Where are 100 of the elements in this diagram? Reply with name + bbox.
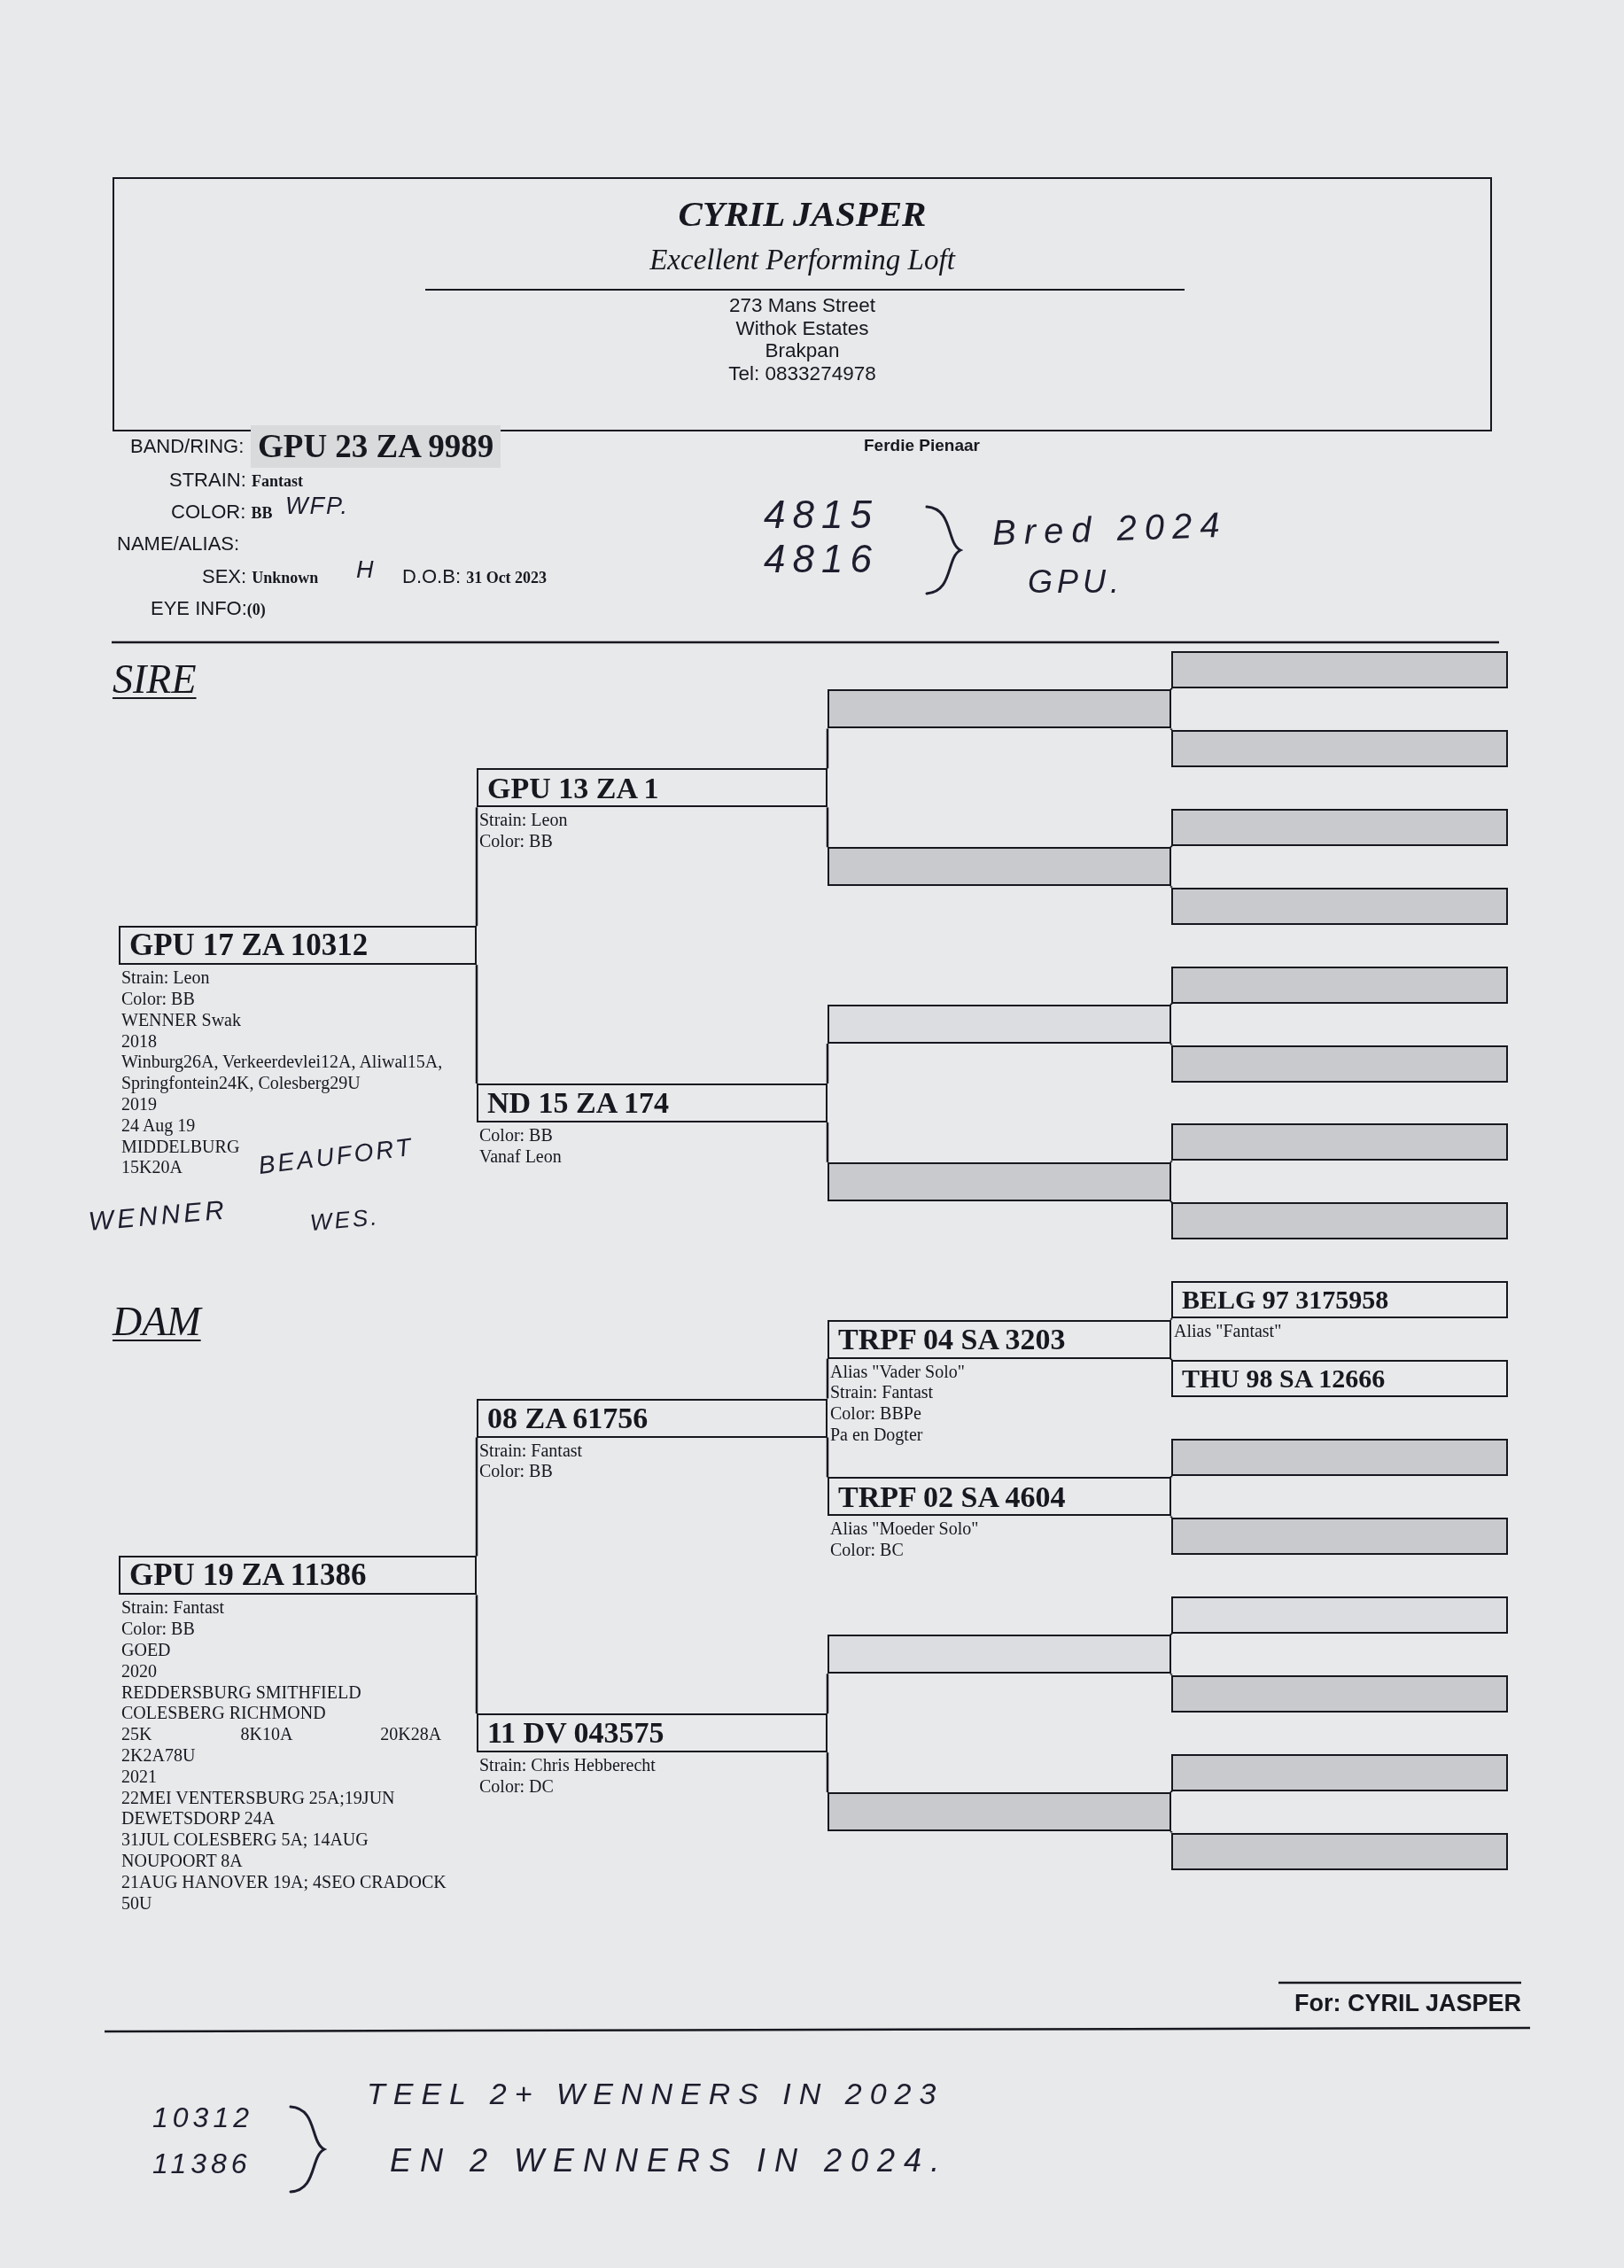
empty-pedigree-box [1171,1439,1508,1476]
owner-text: For: CYRIL JASPER [1294,1990,1521,2018]
pedigree-box [828,1477,1171,1517]
pedigree-connector [1169,1673,1173,1676]
attribute-text: COLOR: BB [171,501,273,524]
empty-pedigree-box [828,1005,1171,1045]
pedigree-connector [1169,1515,1173,1519]
pedigree-connector [826,1357,829,1400]
empty-pedigree-box [1171,1596,1508,1634]
pedigree-box [828,1319,1171,1359]
handwritten-note: GPU. [1028,563,1123,601]
pedigree-note: COLESBERG RICHMOND [121,1703,326,1725]
pedigree-note: Alias "Vader Solo" [830,1361,965,1383]
pedigree-box [1171,1360,1508,1398]
field-label: NAME/ALIAS: [117,532,240,555]
pedigree-box [477,768,828,808]
pedigree-connector [1169,844,1173,849]
pedigree-box [1171,1281,1508,1319]
pedigree-box [477,1398,828,1438]
pedigree-connector [1169,1632,1173,1636]
pedigree-note: MIDDELBURG [121,1136,240,1158]
pedigree-note: WENNER Swak [121,1009,241,1031]
empty-pedigree-box [1171,1045,1508,1083]
handwritten-note: WES. [308,1204,381,1237]
pedigree-connector [826,806,829,849]
section-heading: SIRE [113,656,197,703]
pedigree-note: REDDERSBURG SMITHFIELD [121,1682,361,1704]
pedigree-note: Color: BB [479,831,553,852]
pedigree-connector [1169,687,1173,691]
handwritten-note: BEAUFORT [257,1132,416,1181]
pedigree-note: Pa en Dogter [830,1425,923,1446]
empty-pedigree-box [828,847,1171,887]
empty-pedigree-box [1171,1674,1508,1713]
pedigree-note: Color: BB [479,1124,553,1146]
pedigree-box [477,1083,828,1122]
empty-pedigree-box [1171,1832,1508,1870]
pedigree-note: 22MEI VENTERSBURG 25A;19JUN DEWETSDORP 24A [121,1787,396,1830]
ring-number: 11 DV 043575 [487,1717,664,1749]
attribute-text: EYE INFO:(0) [151,597,266,620]
empty-pedigree-box [1171,729,1508,767]
ring-number: GPU 13 ZA 1 [487,772,659,804]
pedigree-connector [1169,727,1173,732]
pedigree-note: 25K 8K10A 20K28A [121,1724,442,1745]
ring-number: THU 98 SA 12666 [1182,1364,1386,1393]
pedigree-connector [475,806,478,928]
pedigree-note: Alias "Moeder Solo" [830,1518,979,1541]
empty-pedigree-box [1171,651,1508,688]
field-label: BAND/RING: [130,435,245,458]
pedigree-note: Strain: Chris Hebberecht [479,1755,656,1776]
handwritten-note: Bred 2024 [991,503,1229,553]
handwritten-note: WENNER [87,1194,229,1238]
address-text: Withok Estates [735,317,869,340]
handwritten-note: 4816 [764,537,879,582]
pedigree-connector [1169,1160,1173,1164]
pedigree-note: Color: BB [479,1461,553,1483]
handwritten-note: TEEL 2+ WENNERS IN 2023 [367,2077,944,2112]
pedigree-note: Color: DC [479,1775,554,1798]
pedigree-note: 21AUG HANOVER 19A; 4SEO CRADOCK 50U [121,1871,447,1915]
ring-number: BELG 97 3175958 [1182,1285,1389,1314]
pedigree-connector [1169,1790,1173,1794]
pedigree-note: Color: BB [121,988,195,1010]
pedigree-connector [826,727,829,770]
phone-text: Tel: 0833274978 [728,362,876,385]
pedigree-box [119,926,477,966]
pedigree-note: Color: BBPe [830,1403,921,1425]
handwritten-note: 11386 [152,2148,252,2180]
pedigree-note: Strain: Fantast [830,1382,934,1404]
pedigree-note: 2K2A78U [121,1744,196,1767]
pedigree-connector [826,1751,829,1794]
ring-number: GPU 19 ZA 11386 [129,1558,367,1592]
attribute-text: D.O.B: 31 Oct 2023 [402,565,548,588]
address-text: Brakpan [765,339,840,362]
ring-number: ND 15 ZA 174 [487,1087,669,1119]
empty-pedigree-box [828,1635,1171,1674]
pedigree-connector [826,1042,829,1085]
pedigree-connector [1169,1317,1173,1321]
pedigree-connector [475,963,478,1085]
ring-number: GPU 17 ZA 10312 [129,928,369,962]
name-text: Ferdie Pienaar [864,436,980,455]
empty-pedigree-box [1171,1753,1508,1791]
pedigree-connector [826,1121,829,1164]
pedigree-note: 2018 [121,1030,157,1052]
pedigree-note: GOED [121,1639,171,1661]
handwritten-note: 4815 [764,493,879,538]
empty-pedigree-box [828,1792,1171,1832]
pedigree-connector [1169,1829,1173,1834]
attribute-text: SEX: Unknown [202,565,319,588]
ring-number: 08 ZA 61756 [487,1402,649,1434]
pedigree-note: 31JUL COLESBERG 5A; 14AUG NOUPOORT 8A [121,1829,369,1872]
handwritten-note: WFP. [285,493,349,521]
handwritten-note: 10312 [152,2101,253,2134]
empty-pedigree-box [1171,808,1508,846]
empty-pedigree-box [1171,966,1508,1004]
pedigree-box [119,1556,477,1596]
pedigree-connector [1169,1474,1173,1479]
pedigree-note: 15K20A [121,1157,183,1179]
pedigree-note: Alias "Fantast" [1174,1321,1282,1342]
pedigree-connector [1169,1200,1173,1204]
pedigree-connector [1169,885,1173,889]
empty-pedigree-box [1171,1123,1508,1161]
